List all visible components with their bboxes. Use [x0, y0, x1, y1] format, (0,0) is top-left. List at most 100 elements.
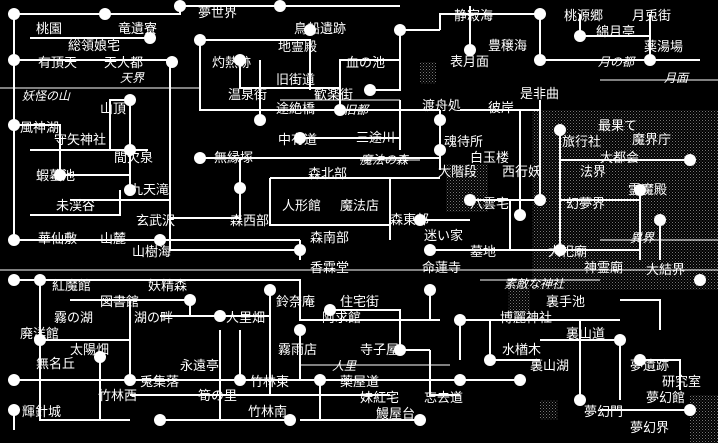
- label-usagishuraku: 兎集落: [140, 374, 179, 390]
- label-yakuyamichi: 薬屋道: [340, 375, 379, 390]
- label-souryoujingu: 総領娘宅: [68, 38, 120, 54]
- label-kankyuusen: 間欠泉: [114, 150, 153, 166]
- label-moriseibu: 森西部: [230, 214, 269, 229]
- label-jichikaden: 地霊殿: [278, 40, 317, 55]
- label-unagiyatai: 鰻屋台: [376, 407, 415, 422]
- label-onsengai: 温泉街: [228, 87, 267, 103]
- label-makaichou: 魔界庁: [632, 133, 671, 148]
- label-daikekkai: 大結界: [646, 263, 685, 278]
- route-dividers: [0, 79, 718, 366]
- label-shinnanbu: 森南部: [310, 230, 349, 246]
- label-taiyoubatake: 太陽畑: [70, 343, 109, 358]
- label-sanchou: 山頂: [100, 102, 126, 117]
- region-kyuuto: 旧都: [344, 103, 370, 117]
- label-genmukai: 幻夢界: [566, 197, 605, 212]
- label-mugenmon: 夢幻門: [584, 405, 623, 420]
- label-houkai: 法界: [580, 165, 606, 180]
- label-torifuneiseki: 鳥船遺跡: [294, 21, 346, 37]
- label-seijakukai: 静寂海: [454, 8, 493, 24]
- label-houjoukai: 豊穣海: [488, 39, 527, 54]
- label-daishibyou: 大祀廟: [548, 244, 587, 260]
- label-chuudoudou: 中有道: [278, 133, 317, 148]
- label-kirinoumi: 霧の湖: [54, 311, 93, 326]
- label-kishinjou: 輝針城: [22, 405, 61, 420]
- label-urasanmichi: 裏山道: [566, 327, 605, 342]
- label-chikurintou: 竹林東: [250, 374, 289, 390]
- label-suzunaan: 鈴奈庵: [276, 294, 315, 310]
- label-ryokouhaisha: 旅行社: [562, 134, 601, 150]
- label-muenzuka: 無縁塚: [214, 150, 253, 166]
- label-toshokan: 図書館: [100, 295, 139, 310]
- label-reimaden: 霊魔殿: [628, 183, 667, 198]
- label-shinbokubu: 森北部: [308, 167, 347, 182]
- label-shinreibyou: 神霊廟: [584, 260, 623, 276]
- label-koumakan: 紅魔館: [52, 279, 91, 294]
- label-zehikyoku: 是非曲: [520, 87, 559, 102]
- label-kourindou: 香霖堂: [310, 261, 349, 276]
- dotted-regions: [420, 62, 718, 443]
- label-saigyouyou: 西行妖: [502, 165, 541, 180]
- label-hyougetsumen: 表月面: [450, 55, 489, 70]
- region-ikai: 異界: [630, 231, 655, 245]
- label-yakumotaku: 八雲宅: [470, 197, 509, 212]
- label-mizunoki: 水楢木: [502, 343, 541, 358]
- label-meirenji: 命蓮寺: [422, 260, 461, 276]
- label-muiseki: 夢遺跡: [630, 358, 669, 374]
- region-ningenzato: 人里: [332, 359, 357, 373]
- label-tenninto: 天人都: [104, 56, 143, 71]
- label-kasenshiki: 華仙敷: [38, 232, 77, 247]
- label-genbuzawa: 玄武沢: [136, 214, 175, 229]
- label-higan: 彼岸: [488, 101, 514, 116]
- label-hakugyokurou: 白玉楼: [470, 150, 509, 166]
- label-moukoutaku: 妹紅宅: [360, 391, 399, 406]
- label-bochi: 墓地: [470, 245, 496, 260]
- region-sutekinajinja: 素敵な神社: [504, 277, 565, 291]
- label-mayoiie: 迷い家: [424, 228, 463, 244]
- label-kangakugai: 歓楽街: [314, 87, 353, 103]
- label-chinomizu: 血の池: [346, 56, 385, 71]
- label-kyuutenta: 九天滝: [130, 183, 169, 198]
- label-uchouten: 有頂天: [38, 56, 77, 71]
- label-juutakugai: 住宅街: [340, 295, 379, 310]
- label-akyuukan: 阿求館: [322, 311, 361, 326]
- label-kirisameten: 霧雨店: [278, 343, 317, 358]
- label-kizukitei: 綿月亭: [596, 24, 635, 40]
- label-kenkyushitsu: 研究室: [662, 374, 701, 390]
- label-boukyakudou: 忘去道: [424, 391, 463, 406]
- label-mugenkan: 夢幻館: [646, 391, 685, 406]
- region-mahounomori: 魔法の森: [360, 153, 409, 167]
- label-shakunetsuato: 灼熱跡: [212, 55, 251, 71]
- label-terakoya: 寺子屋: [360, 343, 399, 358]
- nodes: [8, 0, 706, 426]
- label-tozetsubashi: 途絶橋: [276, 101, 315, 117]
- region-tsukinomiyako: 月の都: [598, 55, 636, 69]
- label-eientei: 永遠亭: [180, 358, 219, 374]
- label-urasanko: 裏山湖: [530, 359, 569, 374]
- label-mahouten: 魔法店: [340, 199, 379, 214]
- label-ningyoukan: 人形館: [282, 199, 321, 214]
- label-yousei-mori: 妖精森: [148, 279, 187, 294]
- label-kyuutoudou: 旧街道: [276, 73, 315, 88]
- label-hakureijinja: 博麗神社: [500, 310, 552, 326]
- label-tougenkyo: 桃源郷: [564, 9, 603, 24]
- label-shuyajinja: 守矢神社: [54, 132, 106, 148]
- label-tougen: 桃園: [36, 22, 62, 37]
- label-konjisho: 魂待所: [444, 134, 483, 150]
- label-mumeioka: 無名丘: [36, 356, 75, 372]
- label-mitsukeiya: 未渓谷: [56, 199, 95, 214]
- label-mizunohotori: 湖の畔: [134, 311, 173, 326]
- label-daikaidan: 大階段: [438, 165, 477, 180]
- region-labels: 天界 妖怪の山 旧都 魔法の森 月の都 月面 異界 素敵な神社 人里: [22, 55, 690, 373]
- label-sanroku: 山麓: [100, 232, 126, 247]
- label-daitokai: 大都会: [600, 151, 639, 166]
- label-haiyoukan: 廃洋館: [20, 326, 59, 342]
- label-takenosato: 筍の里: [198, 388, 237, 404]
- label-sanzugawa: 三途川: [356, 130, 395, 146]
- label-mugenkai: 夢幻界: [630, 421, 669, 436]
- label-watashibashiba: 渡舟処: [422, 98, 461, 114]
- place-labels: 桃園 竜遺寮 総領娘宅 有頂天 天人都 夢世界 鳥船遺跡 地霊殿 灼熱跡 血の池…: [20, 6, 701, 436]
- region-tenkai: 天界: [120, 71, 145, 85]
- label-shintoubu: 森東部: [390, 212, 429, 228]
- label-ryuuinryou: 竜遺寮: [118, 21, 157, 37]
